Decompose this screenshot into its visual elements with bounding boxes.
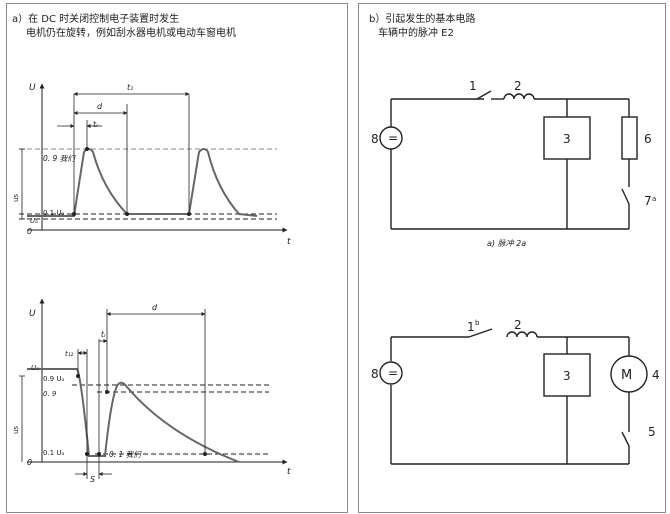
switch-1 [476,90,492,100]
circuit1-label-2: 2 [514,79,522,93]
circuit-diagrams: = 8 1 2 3 6 7 a a) 脉冲 2a [371,79,660,465]
inductor-2 [503,93,535,100]
circuit1-label-1: 1 [469,79,477,93]
panel-b-caption-line2: 车辆中的脉冲 E2 [378,28,454,39]
panel-a: a）在 DC 时关闭控制电子装置时发生 电机仍在旋转，例如刮水器电机或电动车窗电… [6,3,348,513]
graph2-level-09-label: 0. 9 [43,390,57,398]
circuit2-label-2: 2 [514,318,522,332]
circuit2-label-1: 1 [467,320,475,334]
graph2-level-01-we-label: 0. 1 我们 [109,450,142,459]
graph2-t12-label: t₁₂ [65,350,74,358]
circuit1-label-7-sup: a [652,195,656,203]
graph2-d-label: d [152,303,158,312]
graph1-level-01-label: 0.1 Uₐ [43,209,64,217]
panel-b: b）引起发生的基本电路 车辆中的脉冲 E2 [358,3,666,513]
circuit1-label-3: 3 [563,132,571,146]
graph1-d-label: d [97,102,103,111]
graph2-ua-label: Uₐ [31,364,39,372]
graph2-origin: 0 [27,458,32,467]
graph2-waveform [27,368,240,463]
box-3b [543,353,591,397]
circuit2-label-1-sup: b [475,319,480,327]
graph1-y-label: U [29,83,36,93]
switch-5 [621,431,630,447]
circuit-1 [379,90,638,230]
circuit-2 [379,328,648,465]
motor-label: M [621,368,632,383]
source-8-symbol: = [388,131,398,145]
graph1-level-09-label: 0. 9 我们 [43,154,76,163]
source-8 [379,126,403,150]
switch-1b [468,328,493,338]
circuit1-label-8: 8 [371,132,379,146]
panel-a-caption-line1: a）在 DC 时关闭控制电子装置时发生 [12,14,180,25]
circuit2-label-8: 8 [371,367,379,381]
panel-b-caption-line1: b）引起发生的基本电路 [369,14,476,25]
graph2-y-label: U [29,309,36,319]
graph2-s-label: S [90,475,95,484]
graph1-tr-label: tᵣ [93,120,99,129]
graph2-us-label: us [12,426,20,434]
graph1-waveform [27,148,258,217]
graph2-level-09ua-label: 0.9 Uₐ [43,375,64,383]
graph-1: U t 0 t₁ d tᵣ 0. 9 [12,83,291,247]
graph2-x-label: t [287,467,291,477]
graph-2: U t 0 d tᵣ t₁₂ [12,298,291,484]
graph1-ua-label: Uₐ [30,217,38,225]
resistor-6 [621,116,638,160]
graph2-level-01ua-label: 0.1 Uₐ [43,449,64,457]
switch-7a [621,188,630,205]
graph1-origin: 0 [27,227,32,236]
graph2-tr-label: tᵣ [101,330,107,339]
circuit1-label-6: 6 [644,132,652,146]
circuit1-subcaption: a) 脉冲 2a [487,239,526,248]
circuit2-label-4: 4 [652,368,660,382]
pulse-graphs: U t 0 t₁ d tᵣ 0. 9 [12,83,291,484]
source-8b [379,361,403,385]
graph1-x-label: t [287,237,291,247]
motor-4 [610,355,648,393]
graph1-t1-label: t₁ [127,83,133,92]
panel-a-caption-line2: 电机仍在旋转，例如刮水器电机或电动车窗电机 [26,28,236,39]
graph1-us-label: us [12,194,20,202]
box-3 [543,116,591,160]
circuit1-label-7: 7 [644,194,652,208]
source-8b-symbol: = [388,366,398,380]
inductor-2b [506,331,538,338]
circuit2-label-5: 5 [648,425,656,439]
circuit2-label-3: 3 [563,369,571,383]
